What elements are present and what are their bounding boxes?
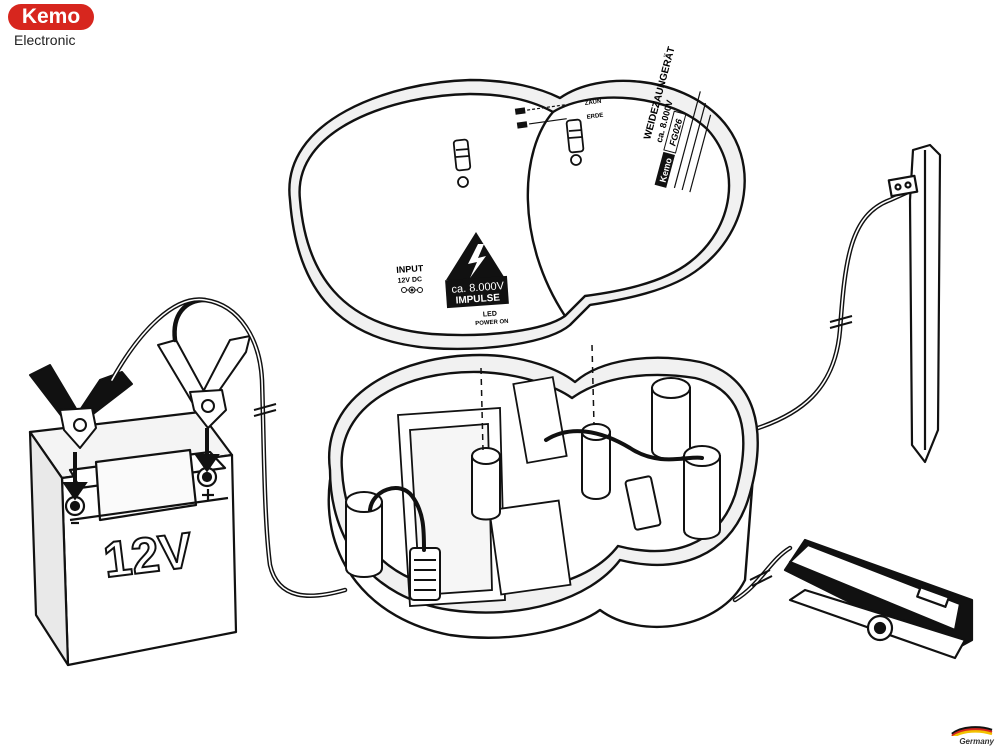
country-badge: Germany	[950, 724, 994, 746]
lid-screws	[452, 118, 585, 188]
logo-badge: Kemo	[8, 4, 94, 30]
kemo-logo: Kemo Electronic	[8, 4, 98, 48]
lid-input-label: INPUT	[396, 263, 424, 275]
logo-subtitle: Electronic	[14, 32, 76, 48]
dc-connector	[409, 547, 441, 601]
battery-voltage-label: 12V	[100, 522, 196, 589]
lid-warning-impulse: IMPULSE	[455, 292, 500, 306]
ground-stake	[887, 143, 942, 464]
car-battery	[28, 410, 238, 667]
lid-terminal-labels: ZAUN ERDE	[514, 99, 604, 129]
lid-led-label: LED	[483, 311, 497, 319]
warning-triangle	[445, 232, 509, 309]
inner-wires	[368, 429, 704, 552]
country-label: Germany	[959, 737, 994, 746]
screw-posts	[345, 377, 721, 578]
flag-icon	[951, 726, 993, 736]
red-clamp	[157, 335, 251, 429]
connect-arrows	[62, 428, 220, 501]
lid-led-power: POWER ON	[475, 319, 509, 327]
terminal-zaun: ZAUN	[584, 99, 601, 107]
terminal-erde: ERDE	[586, 113, 603, 121]
fuse-holder	[624, 475, 662, 531]
black-clamp	[29, 364, 133, 449]
energizer-lid	[288, 78, 746, 351]
lid-warning-voltage: ca. 8.000V	[451, 280, 505, 296]
lid-input-voltage: 12V DC	[397, 276, 422, 285]
dc-polarity-icon	[401, 286, 423, 294]
alignment-guides	[480, 344, 595, 451]
fence-clip	[783, 538, 974, 660]
cable-break-marks	[253, 315, 853, 587]
